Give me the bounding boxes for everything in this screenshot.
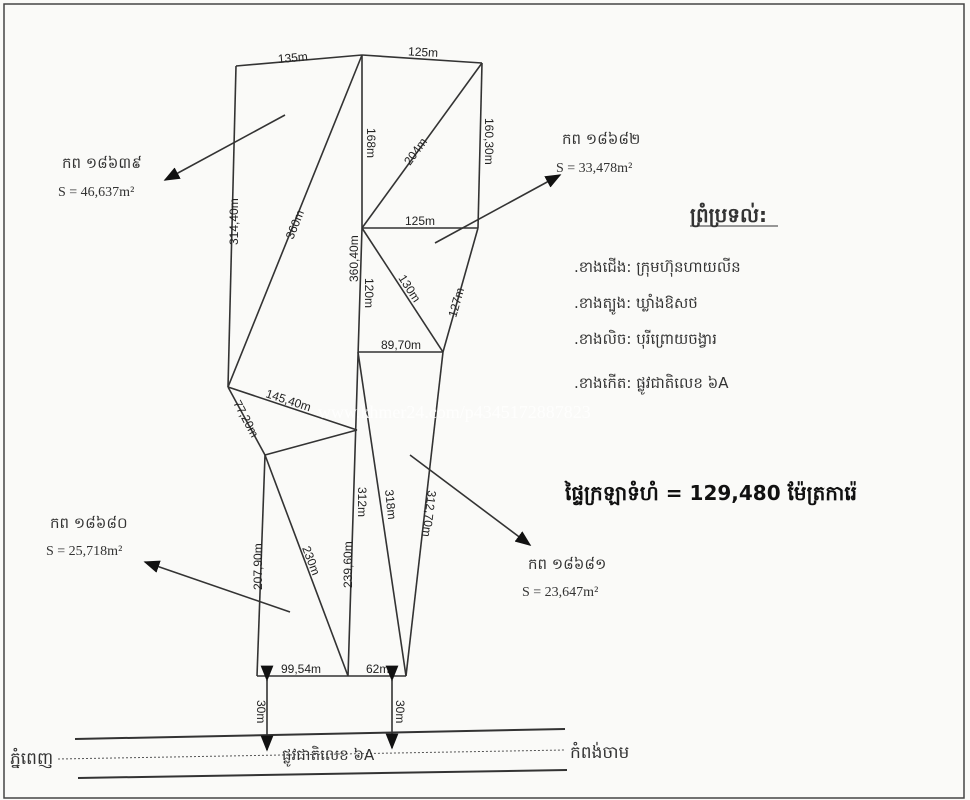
- arrow-icon: [409, 454, 532, 546]
- dim-label: 318m: [382, 489, 399, 520]
- dim-label: 360m: [283, 208, 307, 241]
- road-west-city: ភ្នំពេញ: [10, 747, 53, 769]
- dim-label: 125m: [405, 214, 435, 228]
- road-east-city: កំពង់ចាម: [570, 741, 629, 763]
- dim-label: 125m: [408, 44, 439, 60]
- plot-pointer-arrows: [143, 114, 562, 613]
- edge-160: [477, 62, 483, 229]
- total-area: ផ្ទៃក្រឡាទំហំ = 129,480 ម៉ែត្រការ៉េ: [564, 480, 857, 506]
- road-centerline: [57, 749, 566, 760]
- edge-207-90: [256, 454, 266, 677]
- dim-label: 360,40m: [347, 235, 361, 282]
- watermark: www.khmer24.com/p4345172887823: [318, 402, 591, 422]
- edge-145-40: [227, 386, 358, 431]
- dim-label: 230m: [299, 544, 323, 577]
- arrow-icon: [163, 114, 286, 181]
- edge-312-70: [405, 351, 444, 677]
- dim-label: 312m: [355, 487, 369, 517]
- edge-join: [264, 429, 358, 456]
- dim-label: 314,40m: [227, 198, 241, 245]
- dim-label: 62m: [366, 662, 389, 676]
- dim-label: 89,70m: [381, 338, 421, 352]
- edge-204: [361, 62, 483, 229]
- edge-77-20: [227, 386, 266, 456]
- plot-area: S = 23,647m²: [522, 585, 598, 600]
- edge-left: [227, 65, 237, 388]
- dim-label: 30m: [393, 700, 407, 723]
- boundary-south: .ខាងត្បូង: ឃ្លាំងឱសថ: [574, 293, 698, 315]
- plot-labels: កព ១៨៦៣៩ S = 46,637m² កព ១៨៦៨២ S = 33,47…: [46, 130, 640, 600]
- dim-label: 145,40m: [264, 387, 313, 415]
- plot-area: S = 33,478m²: [556, 161, 632, 176]
- edge-top-right: [361, 54, 483, 64]
- dim-label: 99,54m: [281, 662, 321, 676]
- edge-318: [357, 351, 407, 677]
- road: ផ្លូវជាតិលេខ ៦A ភ្នំពេញ កំពង់ចាម: [10, 665, 629, 779]
- edge-top-left: [235, 54, 363, 67]
- frame-border: [3, 3, 965, 799]
- edge-diag-360: [227, 54, 363, 388]
- edge-130: [361, 227, 444, 353]
- boundary-east: .ខាងកើត: ផ្លូវជាតិលេខ ៦A: [574, 373, 729, 395]
- plot-area: S = 25,718m²: [46, 544, 122, 559]
- dim-label: 160,30m: [482, 118, 496, 165]
- arrow-icon: [434, 174, 562, 244]
- plot-id: កព ១៨៦៨១: [528, 555, 606, 573]
- dim-label: 135m: [277, 49, 308, 66]
- road-name: ផ្លូវជាតិលេខ ៦A: [282, 745, 375, 767]
- arrow-icon: [143, 560, 291, 613]
- dim-label: 239,60m: [341, 541, 355, 588]
- boundary-west: .ខាងលិច: បុរីព្រោយចង្វារ: [574, 329, 717, 349]
- edge-230: [264, 454, 349, 677]
- dim-label: 130m: [395, 272, 423, 305]
- plot-id: កព ១៨៦៨០: [50, 514, 128, 532]
- boundaries-title: ព្រំប្រទល់:: [690, 202, 767, 228]
- boundaries-legend: ព្រំប្រទល់: .ខាងជើង: ក្រុមហ៊ុនហាយលីន .ខា…: [574, 202, 778, 395]
- plot-area: S = 46,637m²: [58, 185, 134, 200]
- plot-id: កព ១៨៦៨២: [562, 130, 640, 148]
- dim-label: 207,90m: [251, 543, 265, 590]
- dim-label: 127m: [445, 286, 467, 319]
- boundary-north: .ខាងជើង: ក្រុមហ៊ុនហាយលីន: [574, 257, 741, 277]
- edge-127: [442, 227, 479, 353]
- dim-label: 312,70m: [419, 490, 439, 538]
- parcel-lines: [227, 54, 483, 677]
- road-edge-top: [74, 728, 566, 740]
- road-edge-bottom: [77, 769, 568, 779]
- dim-label: 30m: [254, 700, 268, 723]
- edge-vertical-center: [347, 227, 363, 677]
- dim-label: 77,20m: [230, 398, 261, 440]
- dim-label: 168m: [364, 128, 378, 158]
- plot-id: កព ១៨៦៣៩: [62, 154, 142, 172]
- dim-label: 120m: [362, 278, 376, 308]
